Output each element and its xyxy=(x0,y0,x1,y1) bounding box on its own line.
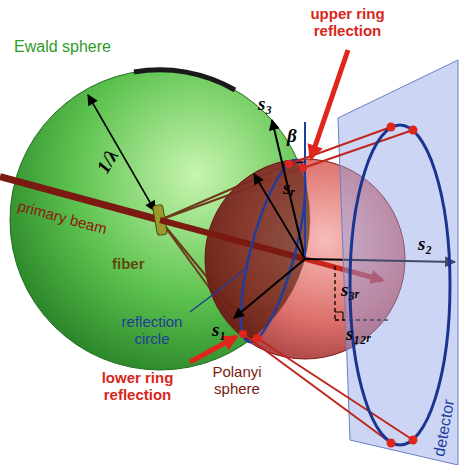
axis-label: s₃ xyxy=(258,94,272,115)
component-label: s₁₂ᵣ xyxy=(346,324,371,345)
axis-s1 xyxy=(234,259,305,318)
primary-beam xyxy=(160,220,305,259)
vector-label: sᵣ xyxy=(283,178,295,199)
reflection-spots xyxy=(239,123,418,448)
sphere-shadow xyxy=(134,70,235,90)
detector-plane xyxy=(338,60,458,465)
reflected-ray xyxy=(243,334,391,443)
pointer-arrow xyxy=(311,50,348,158)
radius-label: 1/λ xyxy=(93,147,123,178)
plane-label: detector xyxy=(431,398,458,458)
axis-s3 xyxy=(272,120,305,259)
right-angle-mark xyxy=(335,312,343,320)
radius-arrow xyxy=(88,95,155,211)
fiber-axis-line xyxy=(304,122,306,259)
angle-label: β xyxy=(287,126,297,147)
axis-label: s₂ xyxy=(418,234,432,255)
sample-label: fiber xyxy=(112,256,145,273)
pointer-arrow xyxy=(190,337,236,362)
beam-label: primary beam xyxy=(16,198,109,238)
axis-label: s₁ xyxy=(212,320,226,341)
reflected-ray xyxy=(257,338,413,440)
callout-label: lower ring reflection xyxy=(95,370,180,403)
leader-line xyxy=(190,266,249,312)
component-label: s₃ᵣ xyxy=(341,280,359,301)
circle-label: reflection circle xyxy=(112,314,192,347)
vector-sr xyxy=(254,174,305,259)
sphere-label: Polanyi sphere xyxy=(200,364,274,397)
detector-ring xyxy=(350,125,450,445)
sphere-label: Ewald sphere xyxy=(14,38,111,56)
callout-label: upper ring reflection xyxy=(300,6,395,39)
